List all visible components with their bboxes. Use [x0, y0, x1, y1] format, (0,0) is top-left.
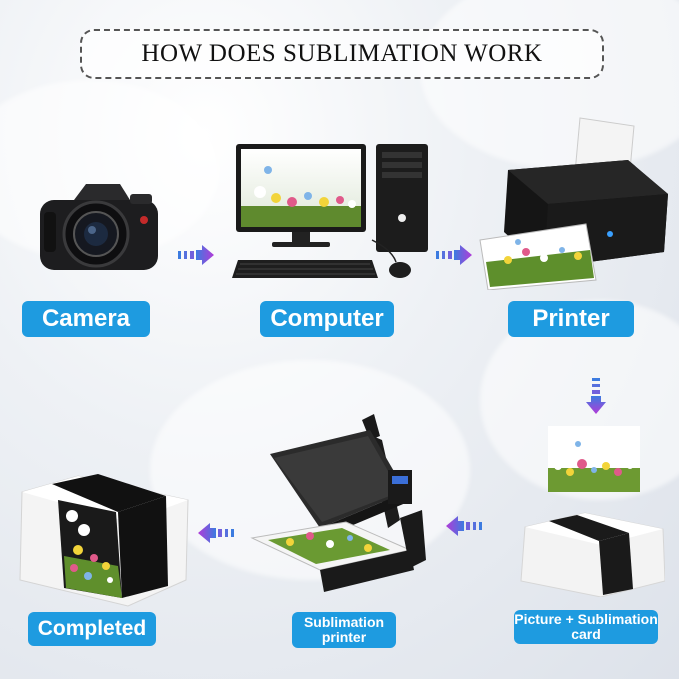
blank-runner-table: [515, 505, 665, 597]
sublimation-printer-label-line2: printer: [321, 629, 367, 645]
right-arrow-icon: [178, 245, 214, 265]
completed-table-image: [18, 470, 190, 610]
flower-picture: [548, 426, 640, 492]
title-banner: HOW DOES SUBLIMATION WORK: [80, 29, 604, 79]
heat-press-image: [250, 410, 440, 595]
printer-label: Printer: [508, 301, 634, 337]
sublimation-printer-label-line1: Sublimation: [303, 614, 385, 631]
sublimation-printer-label: Sublimation printer: [292, 612, 396, 648]
page-title: HOW DOES SUBLIMATION WORK: [141, 40, 543, 67]
computer-image: [232, 140, 442, 285]
printer-image: [478, 112, 673, 290]
picture-card-label: Picture + Sublimation card: [514, 610, 658, 644]
camera-image: [34, 170, 166, 280]
left-arrow-icon: [198, 523, 234, 543]
computer-label: Computer: [260, 301, 394, 337]
completed-label: Completed: [28, 612, 156, 646]
down-arrow-icon: [586, 378, 606, 414]
camera-label: Camera: [22, 301, 150, 337]
picture-card-label-line2: card: [571, 626, 601, 642]
right-arrow-icon: [436, 245, 472, 265]
left-arrow-icon: [446, 516, 482, 536]
picture-card-label-line1: Picture + Sublimation: [514, 611, 658, 628]
